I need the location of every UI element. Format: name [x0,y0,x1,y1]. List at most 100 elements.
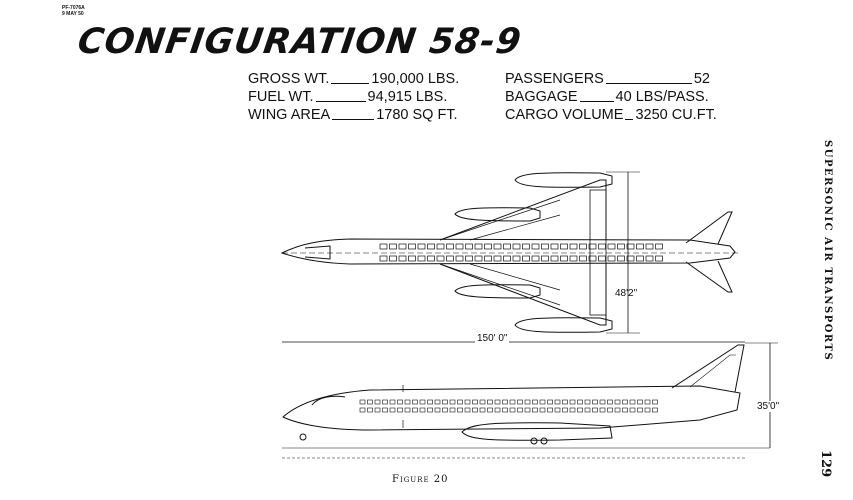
spec-leader-line [605,83,692,84]
window-mark [532,399,538,405]
window-mark [412,399,418,405]
seat-mark [436,255,445,262]
window-mark [524,399,531,405]
window-mark [434,407,441,413]
spec-value: 3250 CU.FT. [635,107,717,123]
plan-cockpit [304,245,331,260]
spec-value: 40 LBS/PASS. [615,89,709,105]
window-mark [487,399,493,405]
window-mark [359,407,366,413]
spec-value: 94,915 LBS. [367,89,448,105]
window-mark [569,407,576,413]
window-mark [614,407,621,413]
seat-mark [541,243,549,250]
window-mark [614,399,621,405]
window-mark [592,407,598,413]
window-mark [584,399,591,405]
document-date: 9 MAY 50 [62,11,84,17]
main-gear-wheel [540,437,548,445]
seat-mark [531,255,540,262]
window-mark [517,399,523,405]
seat-mark [645,255,654,262]
window-mark [382,399,388,405]
seat-mark [484,243,492,250]
seat-mark [417,255,426,262]
seat-mark [655,243,663,250]
window-mark [532,407,538,413]
window-mark [419,399,426,405]
seat-mark [455,243,464,250]
seat-mark [398,255,407,262]
window-mark [562,399,568,405]
seat-mark [427,243,435,250]
window-mark [374,407,381,413]
window-mark [562,407,568,413]
seat-mark [493,243,502,250]
window-mark [577,407,583,413]
spec-label: WING AREA [248,107,331,123]
window-mark [554,407,561,413]
window-mark [599,407,606,413]
window-mark [374,399,381,405]
spec-leader-line [332,119,375,120]
length-dimension-label: 150' 0" [475,333,510,344]
seat-mark [436,243,445,250]
window-mark [584,407,591,413]
window-mark [644,399,651,405]
spec-label: GROSS WT. [248,71,330,87]
seat-mark [389,255,397,262]
window-mark [509,399,516,405]
spec-value: 52 [693,71,710,87]
window-mark [389,399,396,405]
side-view-drawing [282,342,778,459]
window-mark [449,407,456,413]
window-mark [442,407,448,413]
seat-mark [417,243,426,250]
window-mark [629,407,636,413]
seat-mark [427,255,435,262]
window-mark [502,399,508,405]
seat-mark [645,243,654,250]
seat-mark [607,243,616,250]
spec-row-cargo-volume: CARGO VOLUME 3250 CU.FT. [505,106,717,124]
window-mark [517,407,523,413]
window-mark [637,399,643,405]
seat-mark [379,243,388,250]
seat-mark [569,255,578,262]
window-mark [607,407,613,413]
seat-mark [455,255,464,262]
spec-leader-line [315,101,366,102]
specs-right: PASSENGERS 52 BAGGAGE 40 LBS/PASS. CARGO… [505,70,717,124]
seat-mark [550,243,559,250]
window-mark [427,399,433,405]
seat-mark [389,243,397,250]
window-mark [472,399,478,405]
window-mark [577,399,583,405]
seat-mark [626,243,635,250]
window-mark [539,407,546,413]
spec-label: CARGO VOLUME [505,107,624,123]
seat-mark [579,255,587,262]
window-mark [427,407,433,413]
seat-mark [446,255,454,262]
seat-mark [541,255,549,262]
window-mark [524,407,531,413]
window-mark [629,399,636,405]
seat-mark [408,243,416,250]
window-mark [539,399,546,405]
side-fuselage [282,385,741,431]
window-mark [404,407,411,413]
window-mark [502,407,508,413]
spec-row-fuel-weight: FUEL WT. 94,915 LBS. [248,88,459,106]
window-mark [359,399,366,405]
window-mark [404,399,411,405]
window-mark [509,407,516,413]
window-mark [389,407,396,413]
spec-label: BAGGAGE [505,89,578,105]
seat-mark [588,243,597,250]
seat-mark [484,255,492,262]
side-window-rows [359,399,658,413]
seat-mark [560,243,568,250]
window-mark [494,407,501,413]
seat-mark [522,255,530,262]
